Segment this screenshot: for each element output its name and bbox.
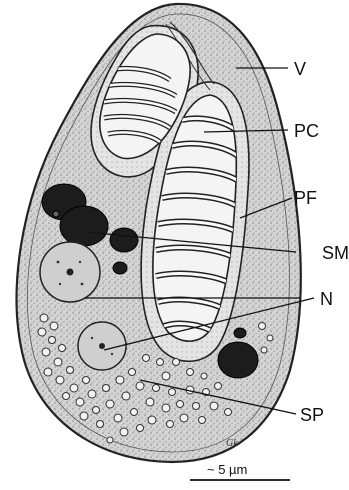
label-pf: PF xyxy=(294,188,317,208)
scale-bar: ~ 5 µm xyxy=(190,462,290,480)
scale-bar-label: ~ 5 µm xyxy=(207,462,247,477)
artist-signature: Gk xyxy=(226,438,238,449)
label-sm: SM xyxy=(322,243,349,263)
label-sp: SP xyxy=(300,405,324,425)
label-v: V xyxy=(294,59,306,79)
label-n: N xyxy=(320,289,333,309)
label-pc: PC xyxy=(294,121,319,141)
nucleus-upper xyxy=(40,242,100,302)
